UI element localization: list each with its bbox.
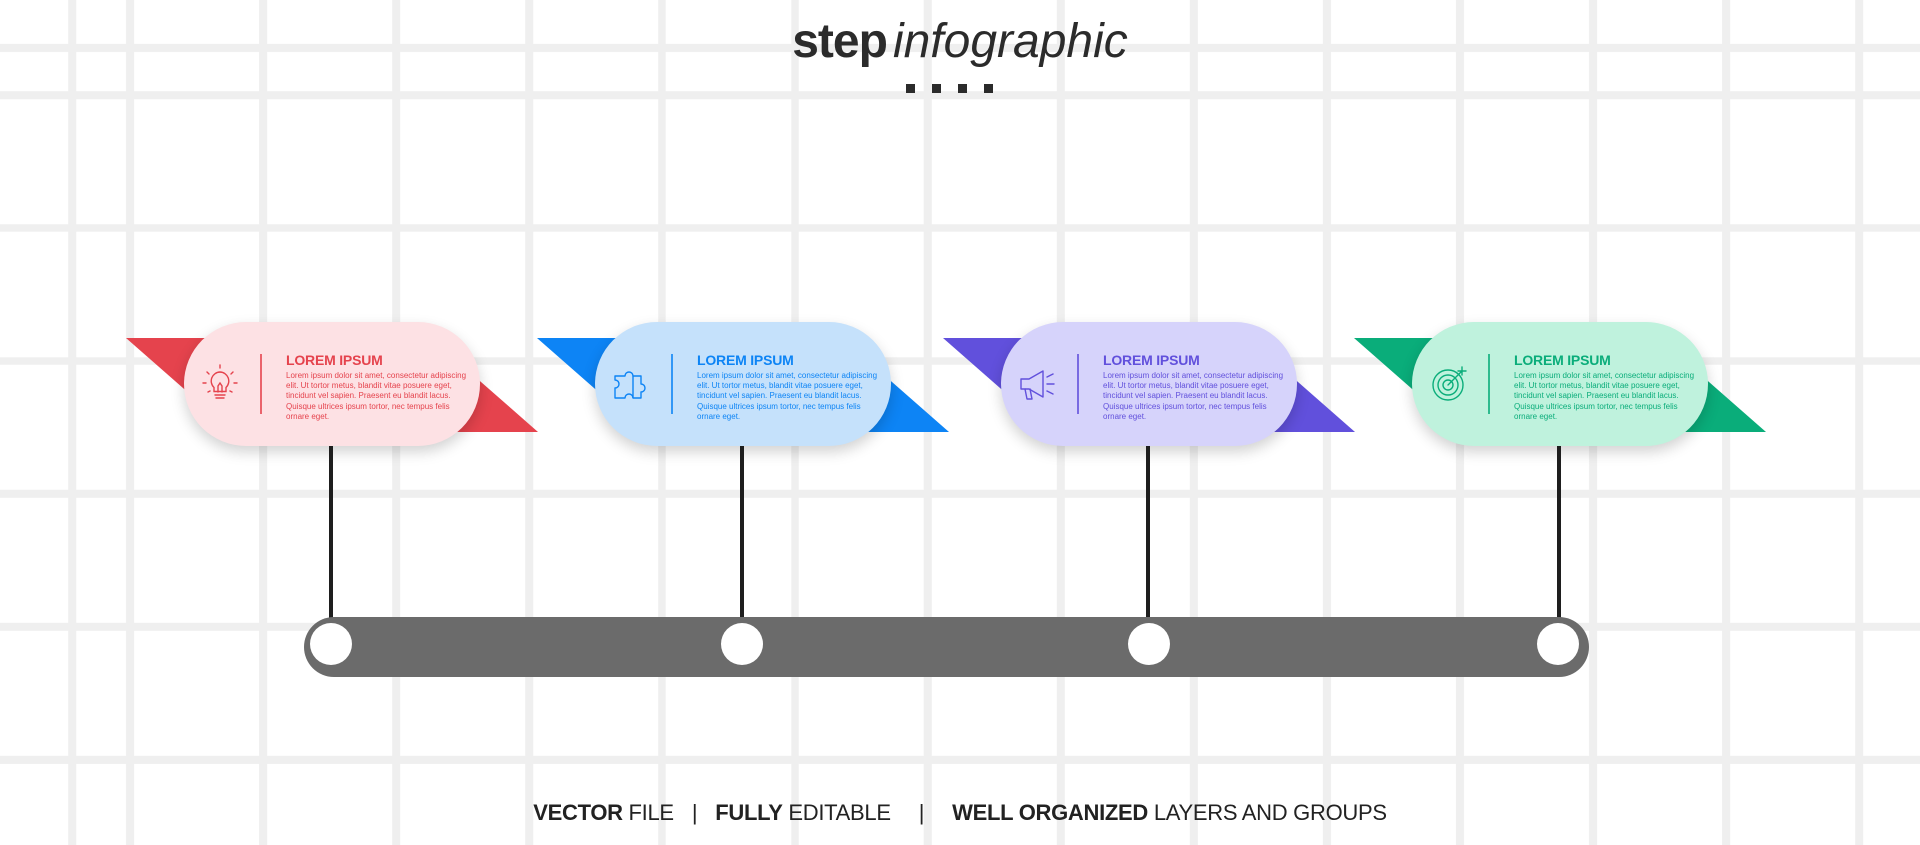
step-card-3: LOREM IPSUM Lorem ipsum dolor sit amet, … xyxy=(943,320,1355,448)
timeline-node-3 xyxy=(1128,623,1170,665)
dot xyxy=(932,84,941,93)
title-bold-word: step xyxy=(792,15,888,68)
footer-layers-text: LAYERS AND GROUPS xyxy=(1148,800,1387,825)
lightbulb-icon xyxy=(198,362,242,406)
step-3-heading: LOREM IPSUM xyxy=(1103,352,1200,368)
title-italic-word: infographic xyxy=(892,15,1128,68)
dot xyxy=(906,84,915,93)
footer-fully-bold: FULLY xyxy=(715,800,783,825)
step-1-pill: LOREM IPSUM Lorem ipsum dolor sit amet, … xyxy=(184,322,480,446)
step-2-divider xyxy=(671,354,673,414)
step-4-divider xyxy=(1488,354,1490,414)
title-dots xyxy=(906,84,993,93)
step-2-heading: LOREM IPSUM xyxy=(697,352,794,368)
footer-separator-1: | xyxy=(691,800,698,825)
step-2-pill: LOREM IPSUM Lorem ipsum dolor sit amet, … xyxy=(595,322,891,446)
step-1-body: Lorem ipsum dolor sit amet, consectetur … xyxy=(286,371,467,421)
step-3-connector xyxy=(1146,446,1150,620)
footer-editable-text: EDITABLE xyxy=(782,800,891,825)
step-card-2: LOREM IPSUM Lorem ipsum dolor sit amet, … xyxy=(537,320,949,448)
step-4-heading: LOREM IPSUM xyxy=(1514,352,1611,368)
timeline-node-4 xyxy=(1537,623,1579,665)
footer-vector-bold: VECTOR xyxy=(533,800,623,825)
step-2-connector xyxy=(740,446,744,620)
step-4-connector xyxy=(1557,446,1561,620)
footer-separator-2: | xyxy=(918,800,925,825)
target-icon xyxy=(1426,362,1470,406)
dot xyxy=(984,84,993,93)
step-1-divider xyxy=(260,354,262,414)
step-3-pill: LOREM IPSUM Lorem ipsum dolor sit amet, … xyxy=(1001,322,1297,446)
step-2-body: Lorem ipsum dolor sit amet, consectetur … xyxy=(697,371,878,421)
step-1-heading: LOREM IPSUM xyxy=(286,352,383,368)
step-4-body: Lorem ipsum dolor sit amet, consectetur … xyxy=(1514,371,1695,421)
footer-caption: VECTOR FILE | FULLY EDITABLE | WELL ORGANIZE… xyxy=(0,800,1920,826)
footer-well-organized-bold: WELL ORGANIZED xyxy=(952,800,1149,825)
step-card-4: LOREM IPSUM Lorem ipsum dolor sit amet, … xyxy=(1354,320,1766,448)
step-3-body: Lorem ipsum dolor sit amet, consectetur … xyxy=(1103,371,1284,421)
puzzle-icon xyxy=(609,362,653,406)
megaphone-icon xyxy=(1015,362,1059,406)
timeline-bar xyxy=(304,617,1589,677)
dot xyxy=(958,84,967,93)
step-4-pill: LOREM IPSUM Lorem ipsum dolor sit amet, … xyxy=(1412,322,1708,446)
step-1-connector xyxy=(329,446,333,620)
timeline-node-2 xyxy=(721,623,763,665)
footer-file-text: FILE xyxy=(622,800,675,825)
step-3-divider xyxy=(1077,354,1079,414)
timeline-node-1 xyxy=(310,623,352,665)
step-card-1: LOREM IPSUM Lorem ipsum dolor sit amet, … xyxy=(126,320,538,448)
